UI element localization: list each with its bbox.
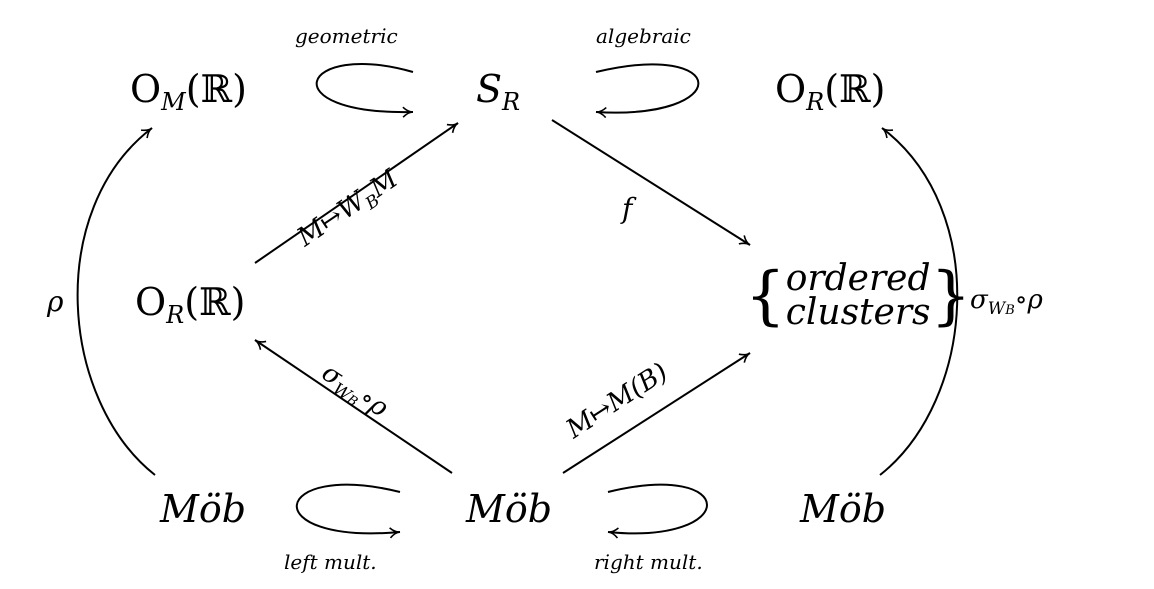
rho-right-arrow xyxy=(879,127,959,476)
left-mult-label: left mult. xyxy=(284,550,377,574)
node-bottom-right: Möb xyxy=(800,487,887,531)
sigma-mid-arrow xyxy=(254,339,453,474)
node-mid-left: OR(ℝ) xyxy=(135,280,246,329)
right-mult-loop xyxy=(607,483,708,539)
node-top-right: OR(ℝ) xyxy=(775,67,886,116)
mb-arrow xyxy=(562,352,751,474)
left-brace: { xyxy=(745,259,786,333)
ordered-label: ordered xyxy=(785,258,931,299)
sigma-right-label: σWB∘ρ xyxy=(970,285,1043,319)
node-bottom-center: Möb xyxy=(466,487,553,531)
right-mult-label: right mult. xyxy=(594,550,703,574)
geometric-label: geometric xyxy=(295,24,398,48)
clusters-label: clusters xyxy=(785,292,931,333)
left-mult-loop xyxy=(295,483,401,539)
right-brace: } xyxy=(930,259,972,333)
geometric-loop xyxy=(315,63,414,118)
f-arrow xyxy=(551,119,751,246)
algebraic-loop xyxy=(595,63,700,119)
rho-left-label: ρ xyxy=(47,285,64,318)
node-bottom-left: Möb xyxy=(160,487,247,531)
wbm-arrow xyxy=(254,122,459,264)
node-top-left: OM(ℝ) xyxy=(130,67,247,116)
algebraic-label: algebraic xyxy=(596,24,691,48)
node-top-center: SR xyxy=(476,67,521,116)
f-label: f xyxy=(622,192,633,225)
rho-left-arrow xyxy=(76,127,156,476)
